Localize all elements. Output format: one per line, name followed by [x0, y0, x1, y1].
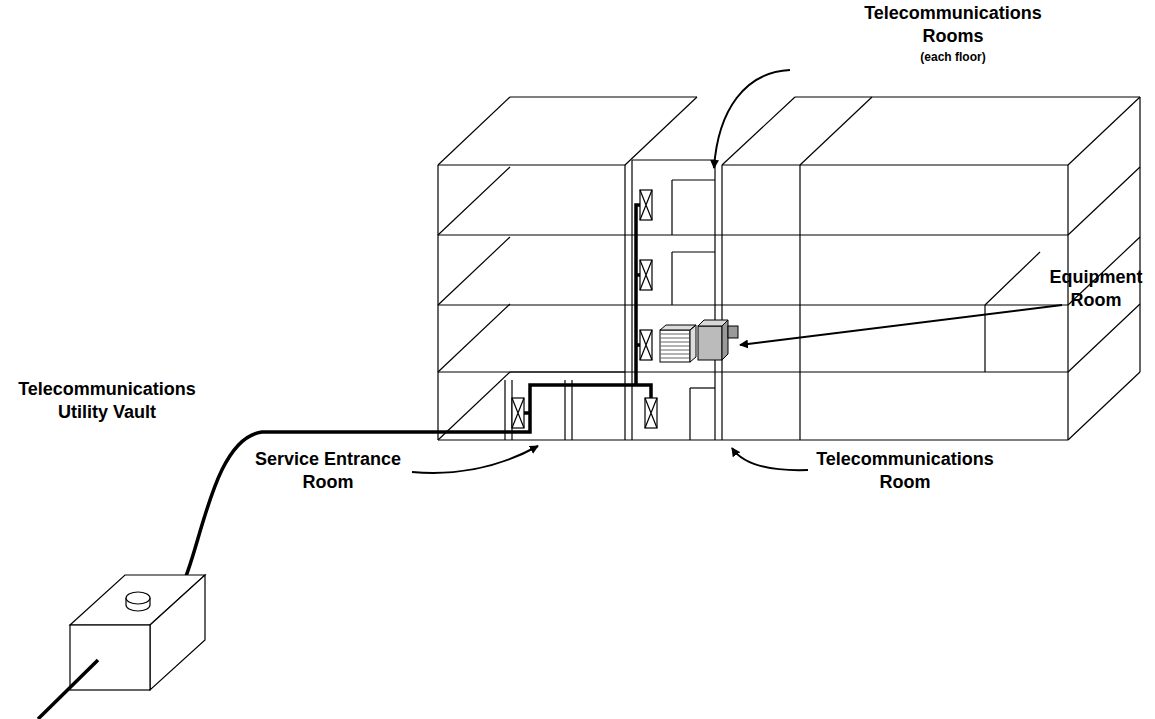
leader-arrow — [732, 448, 808, 470]
utility-vault — [70, 575, 205, 690]
callout-label: Telecommunications Room — [805, 448, 1005, 495]
backbone-cable — [180, 205, 651, 590]
note-text: (each floor) — [893, 50, 1013, 66]
leader-arrow — [412, 446, 538, 473]
leader-arrows — [412, 70, 1062, 473]
callout-label: Equipment Room — [1041, 266, 1151, 313]
equipment-rack — [660, 325, 696, 362]
equipment-cabinet — [698, 320, 738, 360]
callout-label: Telecommunications Rooms — [843, 2, 1063, 49]
callout-label: Service Entrance Room — [243, 448, 413, 495]
callout-label: Telecommunications Utility Vault — [7, 378, 207, 425]
backboards — [512, 190, 657, 428]
building-outline — [438, 97, 1140, 440]
leader-arrow — [714, 70, 790, 168]
service-cable — [38, 660, 98, 719]
leader-arrow — [740, 305, 1062, 345]
